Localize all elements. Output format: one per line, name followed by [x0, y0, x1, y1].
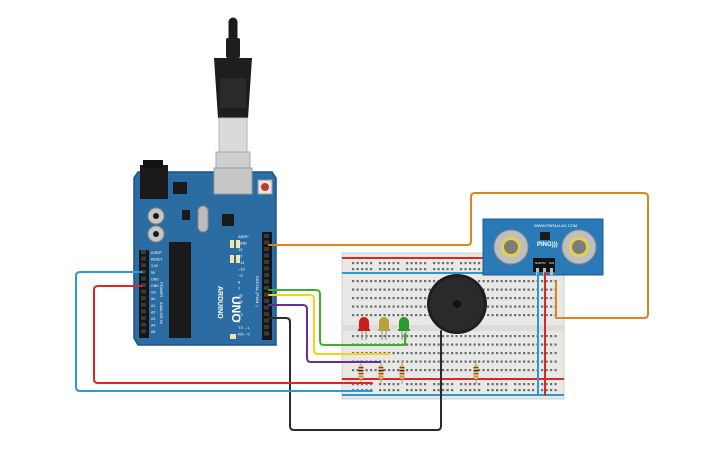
sensor-pin-label: GND — [535, 261, 543, 265]
power-pin-label: A2 — [151, 310, 155, 314]
resistor — [358, 360, 364, 384]
sensor-pin-label: SIG — [549, 261, 555, 265]
power-analog-header — [139, 250, 149, 338]
digital-pin-label: ~9 — [238, 273, 243, 278]
resistor-group — [358, 360, 479, 384]
wire-orange — [268, 192, 649, 319]
digital-pin-label: ~6 — [238, 293, 243, 298]
power-pin-label: A4 — [151, 324, 155, 328]
arduino-uno-board[interactable]: ARDUINO UNO POWER ANALOG IN DIGITAL (PWM… — [133, 160, 277, 346]
wire-blue — [75, 271, 373, 392]
power-pin-label: A1 — [151, 304, 155, 308]
digital-pin-label: 2 — [238, 319, 241, 324]
usb-port — [213, 167, 253, 195]
power-label: POWER — [159, 282, 164, 297]
resistor — [399, 360, 405, 384]
sensor-maker-label: WWW.PARALLAX.COM — [534, 223, 577, 228]
digital-pin-label: ~3 — [238, 312, 243, 317]
digital-pin-label: ~10 — [238, 267, 246, 272]
power-jack — [140, 165, 168, 199]
digital-pin-label: ~11 — [238, 260, 245, 265]
wire-purple — [268, 304, 381, 363]
wire-black — [268, 317, 442, 431]
power-pin-label: RESET — [151, 258, 164, 262]
power-pin-label: GND — [151, 284, 159, 288]
power-pin-label: A0 — [151, 297, 155, 301]
digital-pin-label: 4 — [238, 306, 241, 311]
arduino-brand-label: ARDUINO — [216, 286, 223, 319]
led-red — [358, 317, 370, 340]
digital-pin-label: ~5 — [238, 299, 243, 304]
digital-pin-label: AREF — [238, 234, 249, 239]
digital-pin-label: 13 — [238, 247, 243, 252]
digital-label: DIGITAL (PWM~) — [255, 276, 260, 308]
wires — [75, 192, 649, 431]
power-pin-label: 5V — [151, 271, 156, 275]
reset-button[interactable] — [261, 183, 269, 191]
microcontroller-chip — [169, 242, 191, 338]
power-pin-label: 3.3V — [151, 264, 159, 268]
wire-red — [93, 285, 373, 384]
sensor-pin-label: 5V — [542, 261, 546, 265]
digital-pin-label: GND — [238, 241, 247, 246]
sensor-name-label: PING))) — [537, 242, 558, 248]
digital-pin-label: RX←0 — [238, 332, 251, 337]
power-pin-label: A3 — [151, 317, 155, 321]
led-yellow — [378, 317, 390, 340]
digital-pin-label: TX→1 — [238, 325, 250, 330]
power-pin-label: Vin — [151, 291, 156, 295]
piezo-buzzer — [427, 274, 487, 334]
digital-pin-label: 12 — [238, 254, 243, 259]
power-pin-label: GND — [151, 277, 159, 281]
resistor — [473, 360, 479, 384]
resistor — [378, 360, 384, 384]
power-pin-label: IOREF — [151, 251, 162, 255]
digital-pin-label: 7 — [238, 286, 241, 291]
power-pin-label: A5 — [151, 330, 155, 334]
analog-label: ANALOG IN — [159, 302, 164, 324]
digital-pin-label: 8 — [238, 280, 241, 285]
arduino-model-label: UNO — [229, 296, 243, 323]
wire-green — [268, 289, 406, 346]
usb-cable — [214, 17, 252, 193]
wire-yellow — [268, 294, 391, 355]
